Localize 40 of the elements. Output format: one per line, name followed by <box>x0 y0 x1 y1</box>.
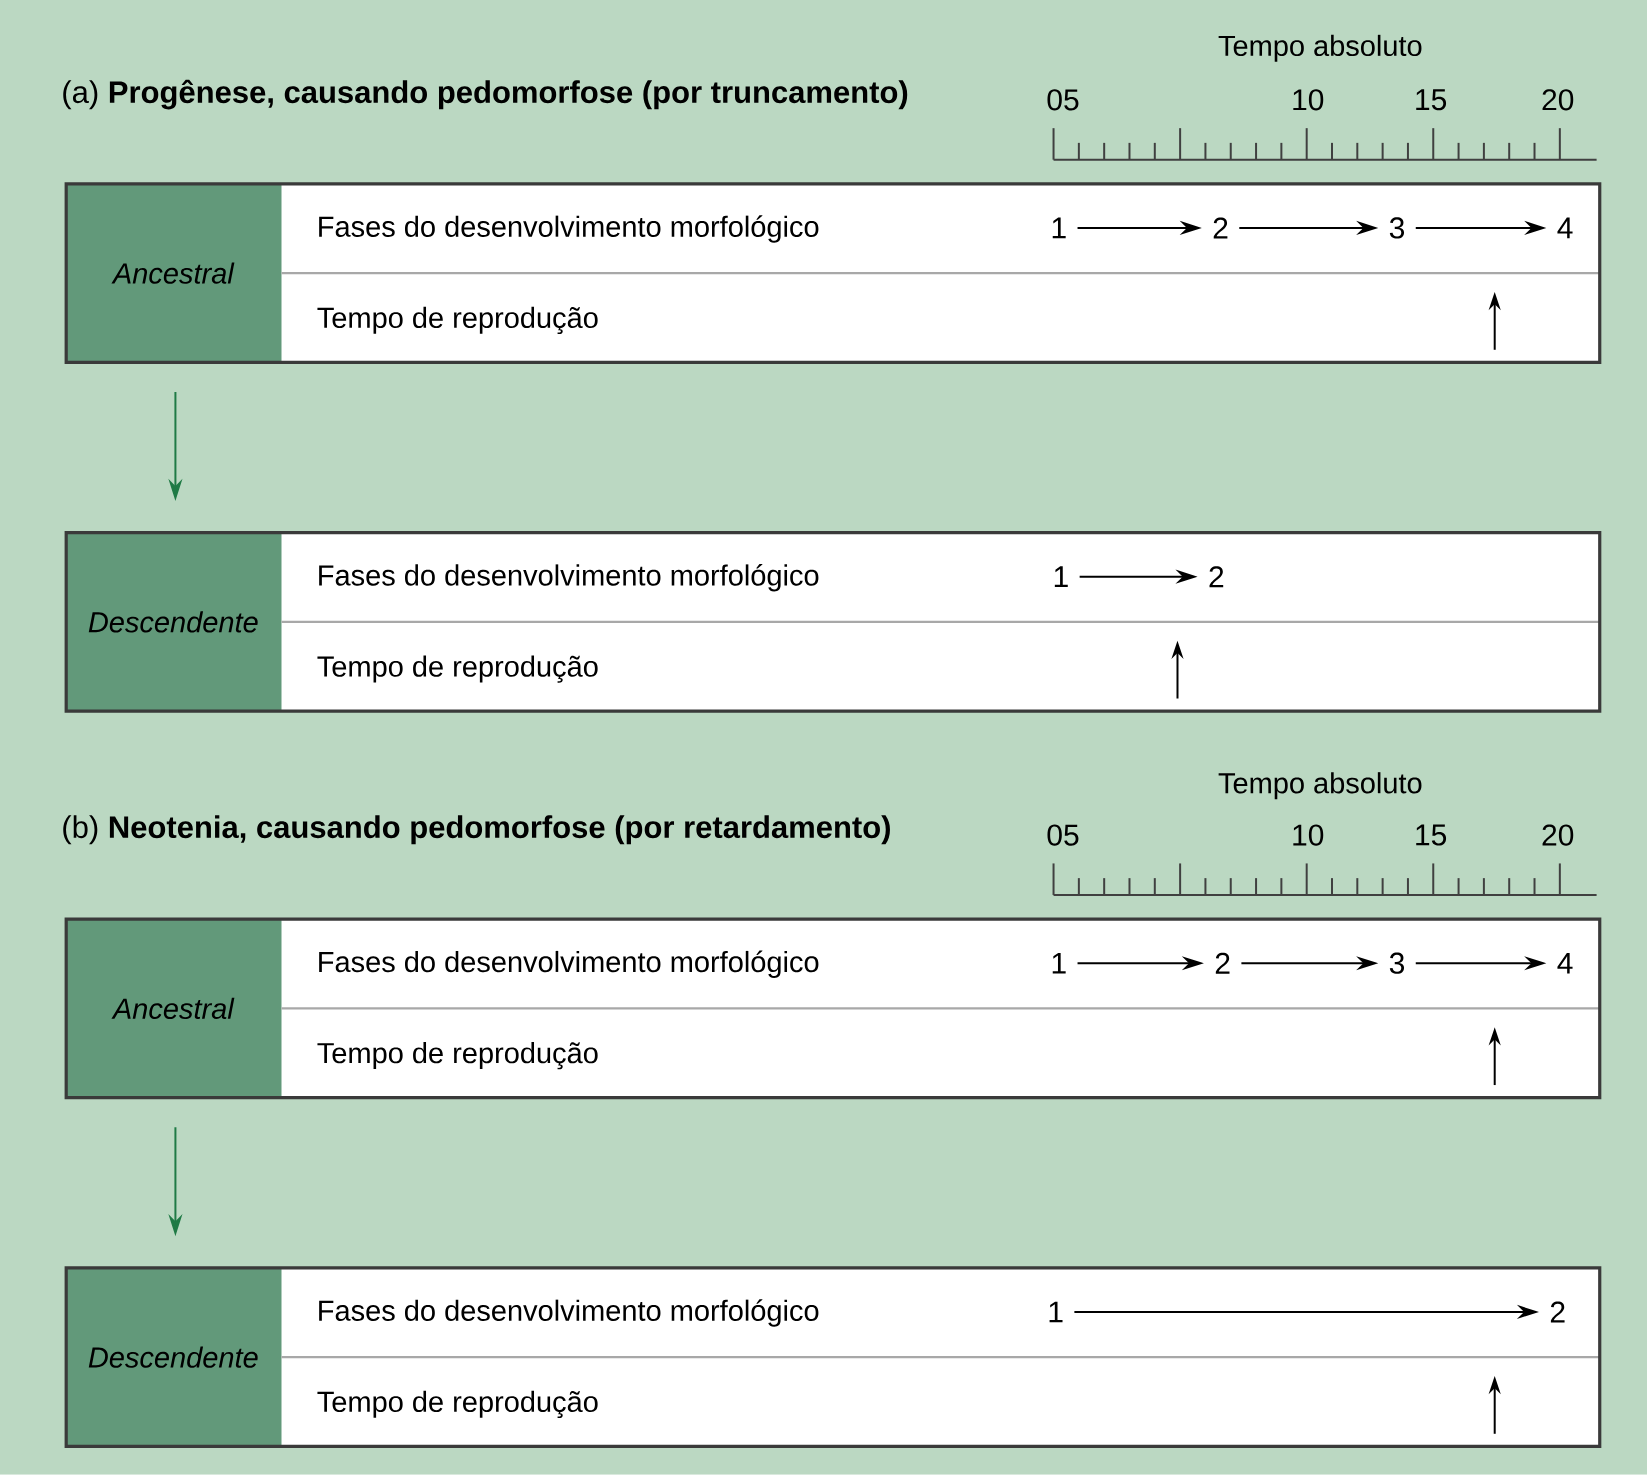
stage-number: 2 <box>1209 566 1224 588</box>
panel-box <box>64 1266 1602 1449</box>
tick-label: 15 <box>1416 824 1447 846</box>
stage-number: 3 <box>1389 952 1405 974</box>
row-label: Fases do desenvolvimento morfológico <box>319 950 819 979</box>
row-label: Fases do desenvolvimento morfológico <box>319 564 819 592</box>
row-label: Fases do desenvolvimento morfológico <box>319 215 819 243</box>
axis-title: Tempo absoluto <box>1218 34 1422 62</box>
stage-number: 1 <box>1052 953 1066 974</box>
stage-number: 4 <box>1557 953 1573 974</box>
stage-number: 1 <box>1054 566 1068 588</box>
tick-label: 05 <box>1047 824 1079 846</box>
panel-title: (a) Progênese, causando pedomorfose (por truncamento) <box>63 79 908 110</box>
stage-number: 1 <box>1052 217 1066 239</box>
stage-number: 2 <box>1550 1301 1565 1323</box>
tick-label: 20 <box>1542 89 1574 111</box>
tick-label: 05 <box>1047 89 1079 111</box>
stage-number: 1 <box>1049 1301 1063 1323</box>
stage-number: 4 <box>1557 217 1573 239</box>
row-label: Tempo de reprodução <box>317 655 598 683</box>
lineage-label: Descendente <box>88 611 258 633</box>
row-label: Fases do desenvolvimento morfológico <box>319 1299 819 1327</box>
tick-label: 15 <box>1416 89 1447 111</box>
tick-label: 20 <box>1542 824 1574 846</box>
panel-title: (b) Neotenia, causando pedomorfose (por retardamento) <box>63 815 890 845</box>
row-label: Tempo de reprodução <box>317 1390 598 1419</box>
row-label: Tempo de reprodução <box>317 1042 598 1070</box>
axis-title: Tempo absoluto <box>1218 772 1422 800</box>
tick-label: 10 <box>1293 824 1324 846</box>
panel-box <box>64 917 1602 1100</box>
panel-box <box>64 182 1602 365</box>
lineage-label: Ancestral <box>111 262 235 284</box>
lineage-label: Descendente <box>88 1346 258 1368</box>
stage-number: 3 <box>1389 217 1405 239</box>
stage-number: 2 <box>1215 952 1230 974</box>
lineage-label: Ancestral <box>111 997 235 1020</box>
row-label: Tempo de reprodução <box>317 306 598 335</box>
stage-number: 2 <box>1213 217 1228 239</box>
tick-label: 10 <box>1293 89 1324 111</box>
panel-box <box>64 531 1602 713</box>
